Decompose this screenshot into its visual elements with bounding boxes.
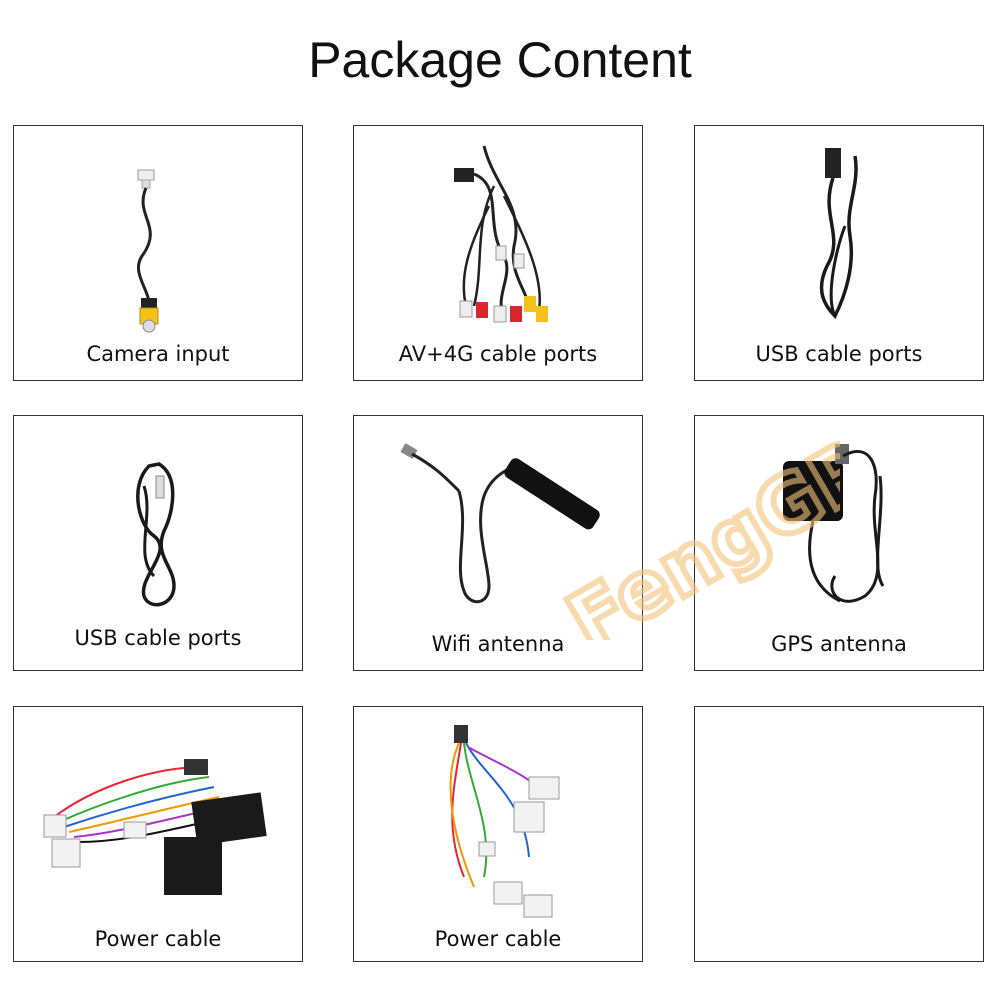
item-label: GPS antenna xyxy=(771,632,907,656)
item-wifi-antenna: Wifi antenna xyxy=(353,415,643,671)
item-power-cable-1: Power cable xyxy=(13,706,303,962)
power-harness-icon xyxy=(449,725,560,918)
item-usb-cable-2: USB cable ports xyxy=(13,415,303,671)
power-harness-icon xyxy=(43,759,267,895)
item-label: USB cable ports xyxy=(755,342,923,366)
item-power-cable-2: Power cable xyxy=(353,706,643,962)
gps-antenna-icon xyxy=(783,444,885,603)
item-label: AV+4G cable ports xyxy=(398,342,598,366)
page-title: Package Content xyxy=(308,32,692,88)
item-label: Wifi antenna xyxy=(431,632,565,656)
av-cable-icon xyxy=(454,145,548,323)
camera-cable-icon xyxy=(136,169,159,333)
usb-cable-icon xyxy=(136,462,176,607)
item-label: Camera input xyxy=(86,342,230,366)
wifi-antenna-icon xyxy=(400,443,600,604)
item-av-4g-cable: AV+4G cable ports xyxy=(353,125,643,381)
usb-cable-icon xyxy=(819,148,858,319)
item-camera-input: Camera input xyxy=(13,125,303,381)
item-label: Power cable xyxy=(434,927,562,951)
item-label: Power cable xyxy=(94,927,222,951)
item-gps-antenna: GPS antenna xyxy=(694,415,984,671)
item-empty xyxy=(694,706,984,962)
item-label: USB cable ports xyxy=(74,626,242,650)
item-usb-cable-1: USB cable ports xyxy=(694,125,984,381)
